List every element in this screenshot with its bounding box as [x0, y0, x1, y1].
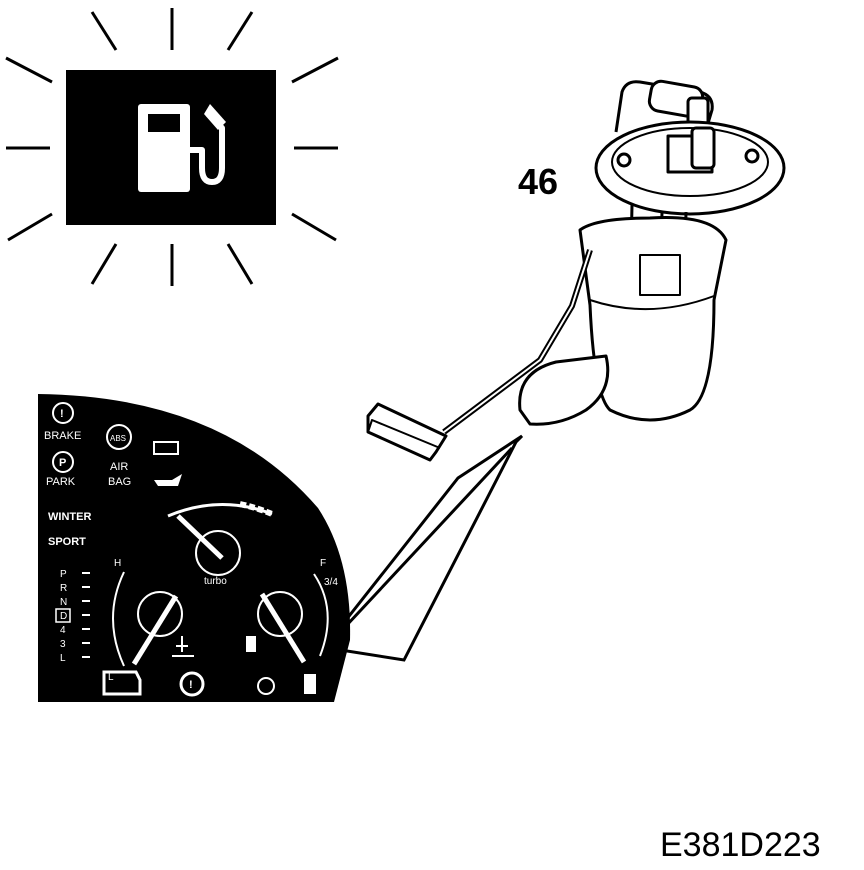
gear-label-R: R [60, 583, 67, 594]
winter-label: WINTER [48, 511, 91, 523]
fog-light-icon [257, 677, 275, 695]
gear-label-3: 3 [60, 639, 66, 650]
turbo-gauge: turbo [167, 501, 274, 587]
cluster-panel [38, 394, 351, 702]
gear-label-D: D [60, 611, 67, 622]
fuel-pump-icon [246, 636, 256, 652]
temp-low-label: L [108, 672, 114, 683]
air-bag-label-2: BAG [108, 476, 131, 488]
fuel-warning-lamp [5, 8, 339, 286]
temperature-gauge: H L [108, 558, 194, 683]
svg-text:!: ! [60, 408, 64, 420]
air-bag-label-1: AIR [110, 461, 128, 473]
abs-warning-icon [106, 424, 132, 450]
fuel-pump-assembly [366, 79, 786, 462]
float [366, 402, 448, 462]
park-label: PARK [46, 476, 76, 488]
svg-text:!: ! [189, 679, 193, 691]
gear-label-P: P [60, 569, 67, 580]
fuel-pump-icon [138, 104, 226, 192]
selected-gear-box [55, 608, 71, 623]
pump-body [639, 254, 681, 296]
battery-icon [153, 441, 179, 455]
turbo-label: turbo [204, 576, 227, 587]
fuel-needle [259, 592, 307, 664]
brake-warning-icon [52, 402, 74, 424]
fuel-gauge: F 3/4 [246, 558, 338, 664]
gear-label-N: N [60, 597, 67, 608]
reservoir-canister [578, 216, 728, 422]
brake-label: BRAKE [44, 430, 81, 442]
abs-label: ABS [110, 434, 126, 443]
filter-sock [518, 354, 610, 426]
turbo-needle [176, 514, 224, 560]
flash-rays [5, 8, 339, 286]
gear-label-4: 4 [60, 625, 66, 636]
check-engine-icon [102, 670, 142, 696]
svg-text:P: P [59, 457, 66, 469]
low-fuel-icon [304, 674, 316, 694]
park-brake-icon [52, 451, 74, 473]
sport-label: SPORT [48, 536, 86, 548]
brake-system-icon [179, 671, 205, 697]
fuel-full-label: F [320, 558, 326, 569]
temp-high-label: H [114, 558, 121, 569]
figure-id: E381D223 [660, 826, 821, 864]
coolant-temp-icon [172, 636, 194, 657]
oil-can-icon [154, 474, 182, 486]
temp-needle [131, 594, 179, 666]
fuel-three-quarter-label: 3/4 [324, 577, 338, 588]
gear-label-L: L [60, 653, 66, 664]
instrument-cluster: ! BRAKE ABS P PARK AIR BAG WINTER SPORT … [38, 394, 351, 702]
part-label: 46 [518, 161, 558, 202]
